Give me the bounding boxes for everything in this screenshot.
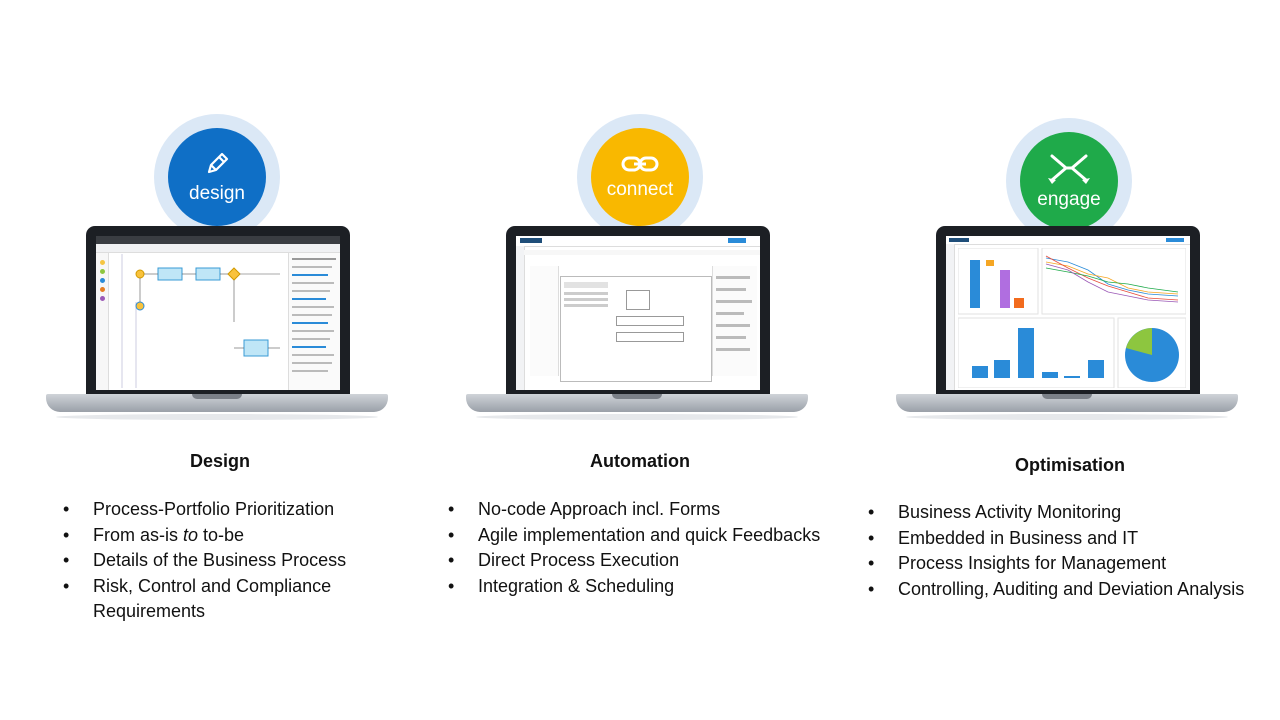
automation-laptop <box>466 226 808 422</box>
automation-column: connect <box>430 0 850 720</box>
automation-heading: Automation <box>590 451 690 471</box>
design-bullet-list: Process-Portfolio Prioritization From as… <box>63 497 403 625</box>
list-item: Agile implementation and quick Feedbacks <box>448 523 848 549</box>
list-item: Direct Process Execution <box>448 548 848 574</box>
chain-link-icon <box>621 156 659 172</box>
list-item: Process Insights for Management <box>868 551 1278 577</box>
pencil-icon <box>207 152 229 174</box>
process-modeler-screenshot <box>96 236 340 390</box>
engage-badge-halo: engage <box>1006 118 1132 244</box>
optimisation-column: engage <box>860 0 1280 720</box>
merge-arrows-icon <box>1048 154 1090 184</box>
design-column: design <box>10 0 430 720</box>
dashboard-screenshot <box>946 236 1190 390</box>
dashboard-charts <box>958 248 1186 388</box>
design-badge-halo: design <box>154 114 280 240</box>
design-badge: design <box>168 128 266 226</box>
connect-badge-halo: connect <box>577 114 703 240</box>
automation-bullet-list: No-code Approach incl. Forms Agile imple… <box>448 497 848 599</box>
engage-badge: engage <box>1020 132 1118 230</box>
list-item: Process-Portfolio Prioritization <box>63 497 403 523</box>
optimisation-bullet-list: Business Activity Monitoring Embedded in… <box>868 500 1278 602</box>
list-item: Embedded in Business and IT <box>868 526 1278 552</box>
list-item: Controlling, Auditing and Deviation Anal… <box>868 577 1278 603</box>
list-item: From as-is to to-be <box>63 523 403 549</box>
list-item: Details of the Business Process <box>63 548 403 574</box>
list-item: Integration & Scheduling <box>448 574 848 600</box>
bpmn-diagram <box>121 254 280 388</box>
form-builder-screenshot <box>516 236 760 390</box>
list-item: Business Activity Monitoring <box>868 500 1278 526</box>
list-item: Risk, Control and Compliance Requirement… <box>63 574 343 625</box>
connect-badge-label: connect <box>606 179 674 200</box>
optimisation-laptop <box>896 226 1238 422</box>
list-item: No-code Approach incl. Forms <box>448 497 848 523</box>
design-badge-label: design <box>189 183 245 204</box>
design-laptop <box>46 226 388 422</box>
design-heading: Design <box>189 451 250 471</box>
connect-badge: connect <box>591 128 689 226</box>
optimisation-heading: Optimisation <box>1014 455 1125 475</box>
engage-badge-label: engage <box>1037 189 1101 210</box>
